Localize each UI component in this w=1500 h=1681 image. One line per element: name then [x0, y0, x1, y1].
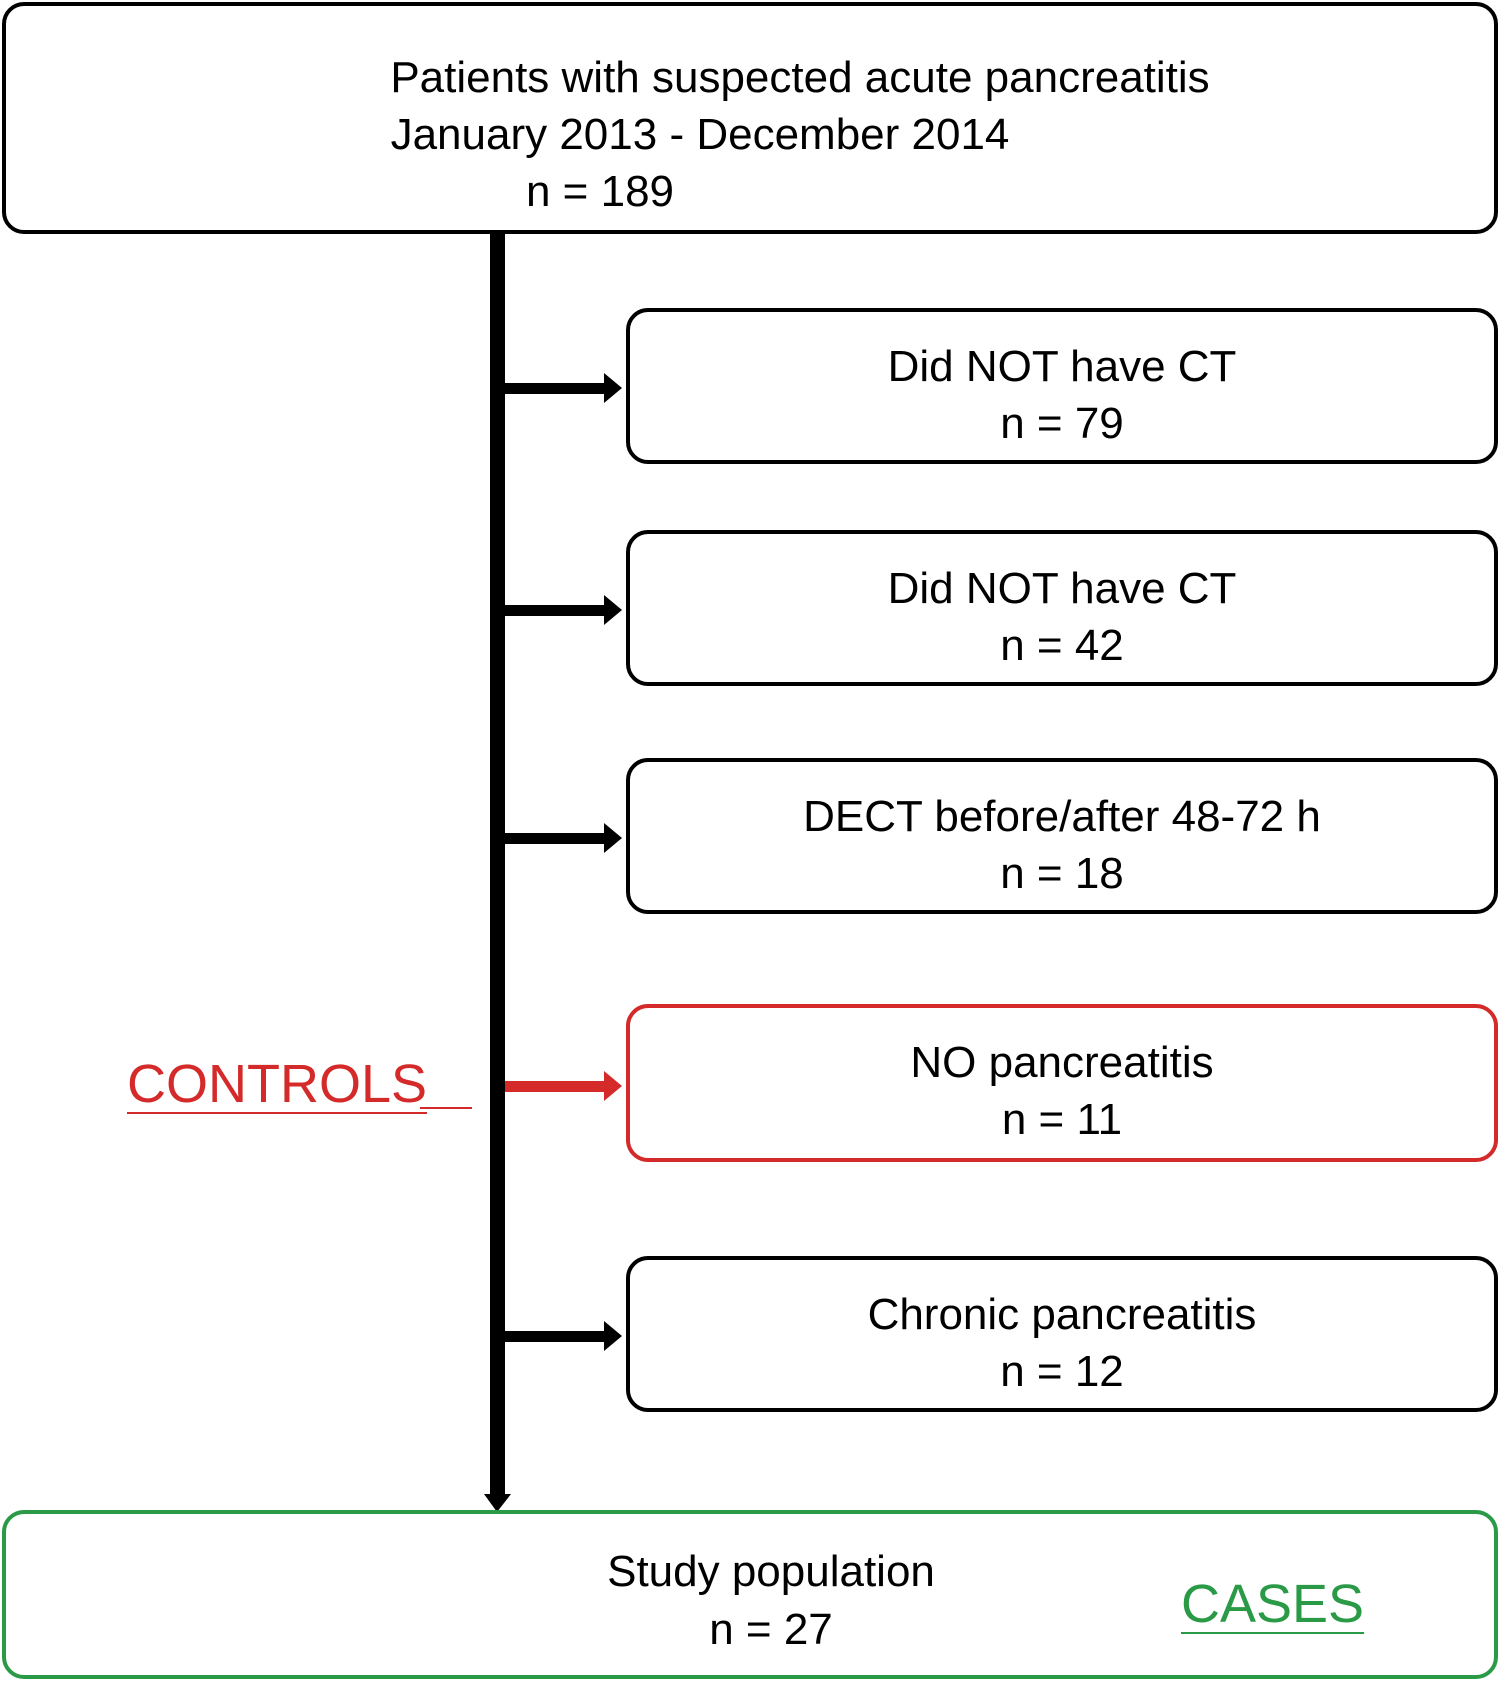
exclusion-label: Chronic pancreatitis: [867, 1290, 1257, 1339]
exclusion-label: DECT before/after 48-72 h: [803, 792, 1321, 841]
exclusion-box-chronic-pancreatitis: Chronic pancreatitis n = 12: [626, 1256, 1498, 1412]
enrollment-title: Patients with suspected acute pancreatit…: [390, 53, 1210, 102]
arrow-to-exclusion-5: [505, 1321, 622, 1351]
exclusion-count: n = 12: [1000, 1347, 1124, 1396]
exclusion-box-no-ct-1: Did NOT have CT n = 79: [626, 308, 1498, 464]
exclusion-box-no-ct-2: Did NOT have CT n = 42: [626, 530, 1498, 686]
arrow-to-exclusion-2: [505, 595, 622, 625]
exclusion-count: n = 11: [1001, 1095, 1123, 1144]
spine-arrowhead: [484, 1494, 511, 1512]
arrow-to-controls: [505, 1071, 622, 1101]
exclusion-label: Did NOT have CT: [887, 564, 1237, 613]
study-population-label: Study population: [607, 1547, 935, 1596]
exclusion-label: NO pancreatitis: [910, 1038, 1214, 1087]
controls-underline-extension: [420, 1107, 472, 1109]
enrollment-box: Patients with suspected acute pancreatit…: [2, 2, 1498, 234]
exclusion-box-dect-timing: DECT before/after 48-72 h n = 18: [626, 758, 1498, 914]
main-spine-line: [490, 232, 505, 1497]
exclusion-count: n = 18: [1000, 849, 1124, 898]
study-population-box: Study population n = 27 CASES: [2, 1510, 1498, 1679]
arrow-to-exclusion-1: [505, 373, 622, 403]
arrow-to-exclusion-3: [505, 823, 622, 853]
cases-label: CASES: [1181, 1574, 1365, 1634]
enrollment-count: n = 189: [525, 167, 675, 216]
exclusion-count: n = 42: [1000, 621, 1124, 670]
controls-box-no-pancreatitis: NO pancreatitis n = 11: [626, 1004, 1498, 1162]
exclusion-count: n = 79: [1000, 399, 1124, 448]
enrollment-period: January 2013 - December 2014: [390, 110, 1010, 159]
study-population-count: n = 27: [709, 1605, 833, 1654]
exclusion-label: Did NOT have CT: [887, 342, 1237, 391]
controls-label: CONTROLS: [127, 1054, 428, 1114]
